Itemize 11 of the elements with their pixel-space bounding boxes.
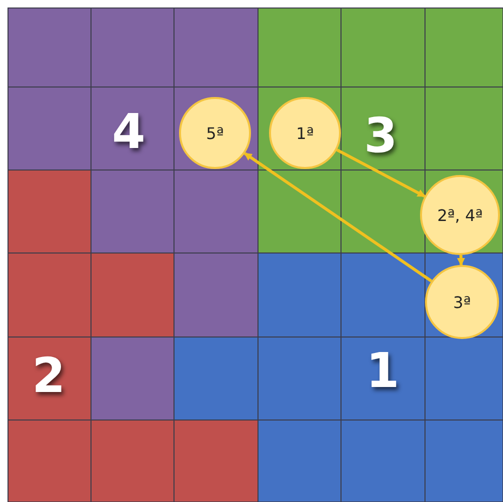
region-number: 1 [366,347,400,395]
step-label: 1ª [296,124,314,142]
arrow [336,148,426,198]
step-label: 2ª, 4ª [437,206,483,224]
arrow [457,254,465,266]
step-label: 3ª [453,292,471,312]
region-number: 2 [32,352,66,400]
region-number: 3 [364,112,398,160]
region-number: 4 [112,108,146,156]
arrow [244,152,432,282]
step-label: 5ª [206,124,224,142]
